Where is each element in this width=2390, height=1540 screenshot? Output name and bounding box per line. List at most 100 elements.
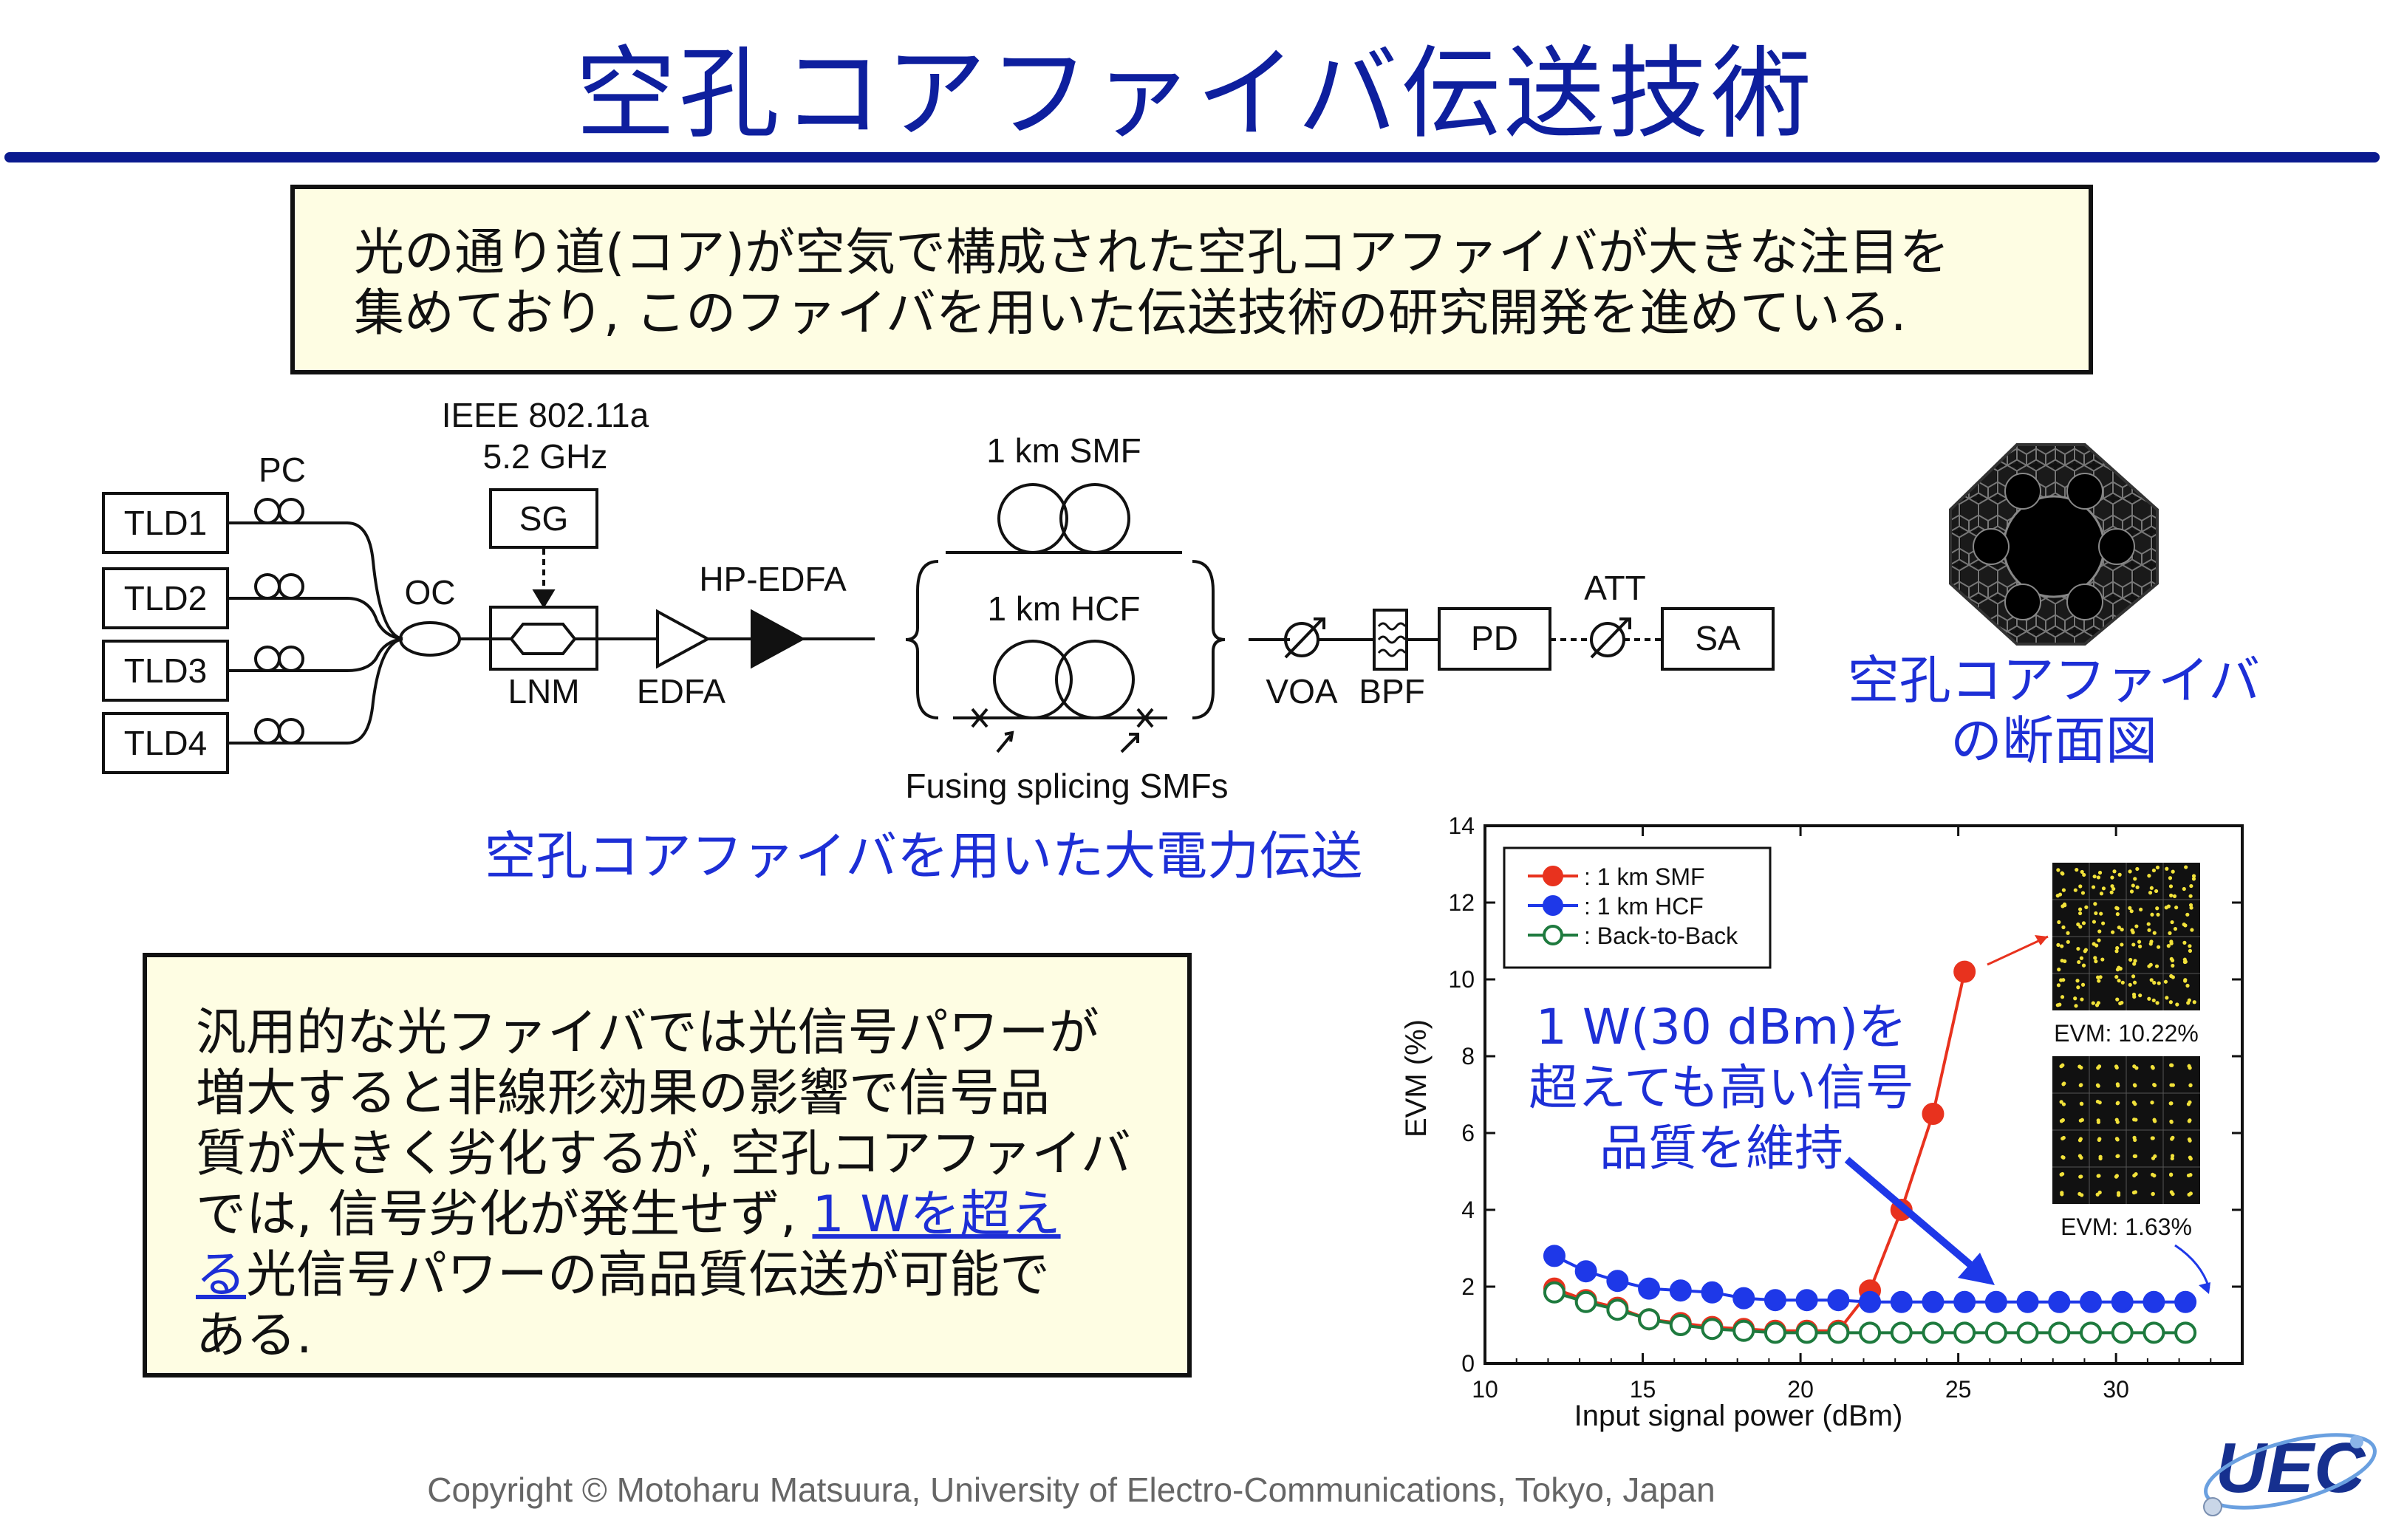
constellation-point bbox=[2056, 983, 2061, 988]
constellation-point bbox=[2182, 940, 2187, 945]
constellation-point bbox=[2078, 1137, 2083, 1141]
series-point bbox=[1795, 1289, 1818, 1312]
constellation-point bbox=[2169, 893, 2174, 897]
constellation-point bbox=[2114, 1174, 2119, 1179]
constellation-point bbox=[2077, 911, 2083, 916]
constellation-point bbox=[2168, 876, 2173, 880]
x-axis-label: Input signal power (dBm) bbox=[1574, 1400, 1903, 1432]
series-point bbox=[1890, 1321, 1913, 1344]
constellation-point bbox=[2060, 944, 2064, 948]
series-point bbox=[2143, 1290, 2165, 1313]
constellation-point bbox=[2188, 1118, 2192, 1123]
edfa-label: EDFA bbox=[637, 672, 725, 711]
constellation-point bbox=[2154, 889, 2159, 894]
bpf-label: BPF bbox=[1359, 672, 1424, 711]
constellation-point bbox=[2061, 888, 2066, 892]
constellation-point bbox=[2149, 978, 2154, 982]
constellation-point bbox=[2165, 996, 2169, 1000]
series-point bbox=[1669, 1279, 1692, 1302]
constellation-point bbox=[2097, 979, 2101, 983]
constellation-point bbox=[2101, 921, 2106, 925]
constellation-point bbox=[2146, 922, 2151, 926]
constellation-point bbox=[2077, 907, 2083, 911]
result-line-6: ある. bbox=[196, 1307, 313, 1365]
constellation-point bbox=[2116, 1084, 2120, 1088]
constellation-point bbox=[2115, 997, 2120, 1002]
constellation-point bbox=[2079, 956, 2084, 960]
constellation-point bbox=[2091, 1001, 2095, 1005]
series-point bbox=[1890, 1290, 1913, 1313]
constellation-point bbox=[2131, 1100, 2136, 1105]
sg-spec-line2: 5.2 GHz bbox=[483, 437, 608, 476]
constellation-point bbox=[2115, 945, 2120, 951]
setup-caption: 空孔コアファイバを用いた大電力伝送 bbox=[484, 826, 1363, 886]
constellation-point bbox=[2061, 925, 2066, 930]
y-tick-label: 4 bbox=[1461, 1197, 1475, 1223]
constellation-point bbox=[2060, 995, 2065, 999]
constellation-point bbox=[2132, 962, 2137, 966]
constellation-point bbox=[2114, 949, 2119, 954]
constellation-point bbox=[2153, 1154, 2157, 1159]
constellation-point bbox=[2061, 1155, 2066, 1160]
constellation-point bbox=[2095, 1099, 2100, 1104]
constellation-point bbox=[2147, 964, 2151, 968]
constellation-point bbox=[2188, 1138, 2192, 1143]
series-point bbox=[1859, 1321, 1882, 1344]
constellation-point bbox=[2155, 865, 2160, 870]
constellation-point bbox=[2073, 888, 2077, 892]
constellation-point bbox=[2188, 1157, 2193, 1161]
constellation-point bbox=[2129, 889, 2134, 894]
y-tick-label: 2 bbox=[1461, 1273, 1475, 1300]
hcf-inset-arrowhead bbox=[2199, 1282, 2210, 1294]
constellation-point bbox=[2132, 1173, 2137, 1178]
constellation-point bbox=[2147, 874, 2151, 878]
smf-inset-arrowhead bbox=[2035, 935, 2048, 945]
chart-annotation: 1 W(30 dBm)を 超えても高い信号 品質を維持 bbox=[1448, 997, 1995, 1179]
result-box: 汎用的な光ファイバでは光信号パワーが 増大すると非線形効果の影響で信号品 質が大… bbox=[143, 953, 1192, 1378]
sa-box bbox=[1661, 607, 1775, 671]
constellation-point bbox=[2080, 982, 2086, 987]
pd-label: PD bbox=[1471, 619, 1518, 657]
x-tick-label: 15 bbox=[1630, 1376, 1656, 1403]
constellation-point bbox=[2062, 1081, 2066, 1086]
constellation-point bbox=[2183, 979, 2188, 983]
constellation-point bbox=[2133, 877, 2137, 881]
series-point bbox=[2048, 1321, 2071, 1344]
constellation-point bbox=[2111, 930, 2115, 934]
constellation-point bbox=[2148, 891, 2153, 895]
constellation-point bbox=[2079, 1174, 2083, 1179]
smf-label: 1 km SMF bbox=[986, 431, 1141, 470]
constellation-point bbox=[2133, 959, 2137, 963]
series-point bbox=[1764, 1321, 1786, 1344]
constellation-point bbox=[2074, 1004, 2078, 1008]
legend-marker bbox=[1543, 925, 1563, 945]
constellation-point bbox=[2191, 874, 2196, 878]
constellation-point bbox=[2155, 906, 2159, 911]
voa-label: VOA bbox=[1266, 672, 1337, 711]
constellation-point bbox=[2171, 975, 2175, 979]
series-point bbox=[2016, 1290, 2039, 1313]
tld3-label: TLD3 bbox=[124, 651, 207, 690]
result-line-2: 増大すると非線形効果の影響で信号品 bbox=[196, 1064, 1051, 1123]
constellation-point bbox=[2151, 868, 2157, 873]
series-point bbox=[1732, 1319, 1755, 1342]
constellation-point bbox=[2147, 928, 2151, 932]
constellation-point bbox=[2115, 906, 2120, 911]
constellation-point bbox=[2188, 944, 2192, 948]
constellation-point bbox=[2099, 892, 2104, 896]
legend-label: : 1 km SMF bbox=[1584, 863, 1705, 890]
series-point bbox=[1764, 1289, 1786, 1312]
att-label: ATT bbox=[1584, 569, 1645, 607]
constellation-point bbox=[2129, 909, 2134, 914]
series-point bbox=[1922, 1290, 1945, 1313]
series-point bbox=[1827, 1321, 1850, 1344]
constellation-point bbox=[2156, 912, 2160, 917]
constellation-point bbox=[2057, 920, 2061, 925]
constellation-point bbox=[2066, 931, 2070, 935]
constellation-point bbox=[2092, 942, 2096, 946]
constellation-point bbox=[2083, 948, 2089, 952]
constellation-point bbox=[2094, 959, 2098, 964]
constellation-point bbox=[2099, 911, 2103, 916]
constellation-point bbox=[2120, 980, 2125, 985]
